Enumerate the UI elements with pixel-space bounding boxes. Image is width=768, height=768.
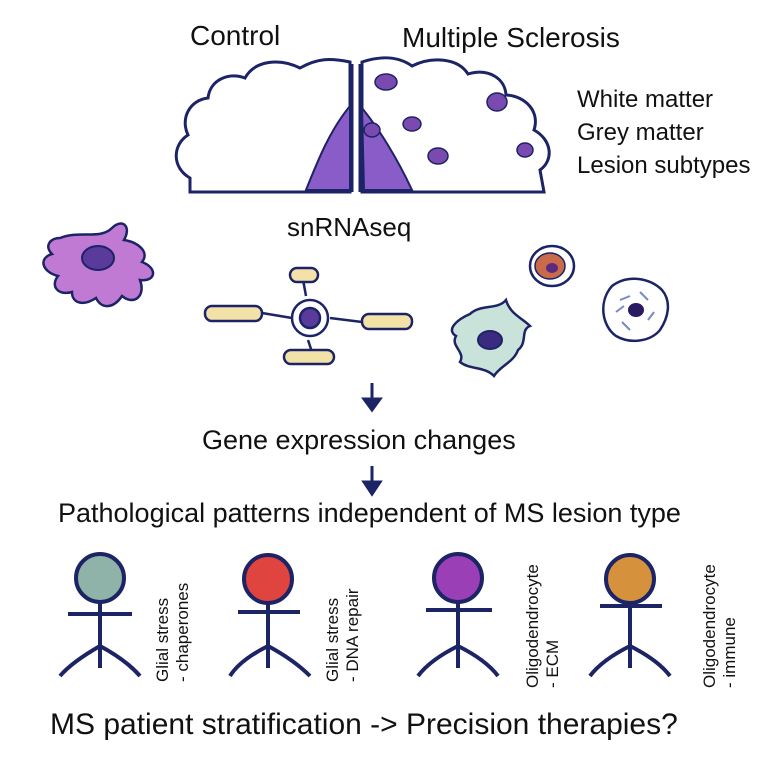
neuron-cell xyxy=(602,277,670,343)
arrow-down-1 xyxy=(361,383,383,413)
patient-figure-2 xyxy=(228,553,312,678)
patient-label-1-line1: Glial stress xyxy=(153,597,172,682)
control-label: Control xyxy=(190,20,281,51)
patient-label-3-line2: - ECM xyxy=(543,639,562,688)
patient-figure-1 xyxy=(58,552,142,678)
patient-label-4-line1: Oligodendrocyte xyxy=(700,564,719,688)
pathological-patterns-label: Pathological patterns independent of MS … xyxy=(58,498,681,528)
patient-label-2-line2: - DNA repair xyxy=(343,588,362,682)
immune-cell xyxy=(528,244,576,288)
ms-lesions xyxy=(363,73,534,165)
grey-matter-label: Grey matter xyxy=(577,119,704,146)
control-grey-matter xyxy=(304,103,351,191)
control-hemisphere xyxy=(174,58,352,194)
patient-label-2-line1: Glial stress xyxy=(323,597,342,682)
astrocyte-cell xyxy=(42,222,155,308)
conclusion-text: MS patient stratification -> Precision t… xyxy=(50,708,678,741)
lesion-subtypes-label: Lesion subtypes xyxy=(577,152,751,179)
patient-figure-4 xyxy=(588,553,672,678)
snrnaseq-label: snRNAseq xyxy=(287,212,412,242)
ms-hemisphere xyxy=(360,56,551,194)
patient-label-4-line2: - immune xyxy=(720,617,739,688)
arrow-down-2 xyxy=(361,466,383,497)
patient-figure-3 xyxy=(416,552,500,678)
microglia-cell xyxy=(450,297,533,379)
patient-label-1-line2: - chaperones xyxy=(173,582,192,682)
white-matter-label: White matter xyxy=(577,86,714,113)
gene-expression-label: Gene expression changes xyxy=(202,425,516,455)
multiple-sclerosis-label: Multiple Sclerosis xyxy=(402,22,620,53)
patient-label-3-line1: Oligodendrocyte xyxy=(523,564,542,688)
oligodendrocyte-cell xyxy=(203,266,414,366)
